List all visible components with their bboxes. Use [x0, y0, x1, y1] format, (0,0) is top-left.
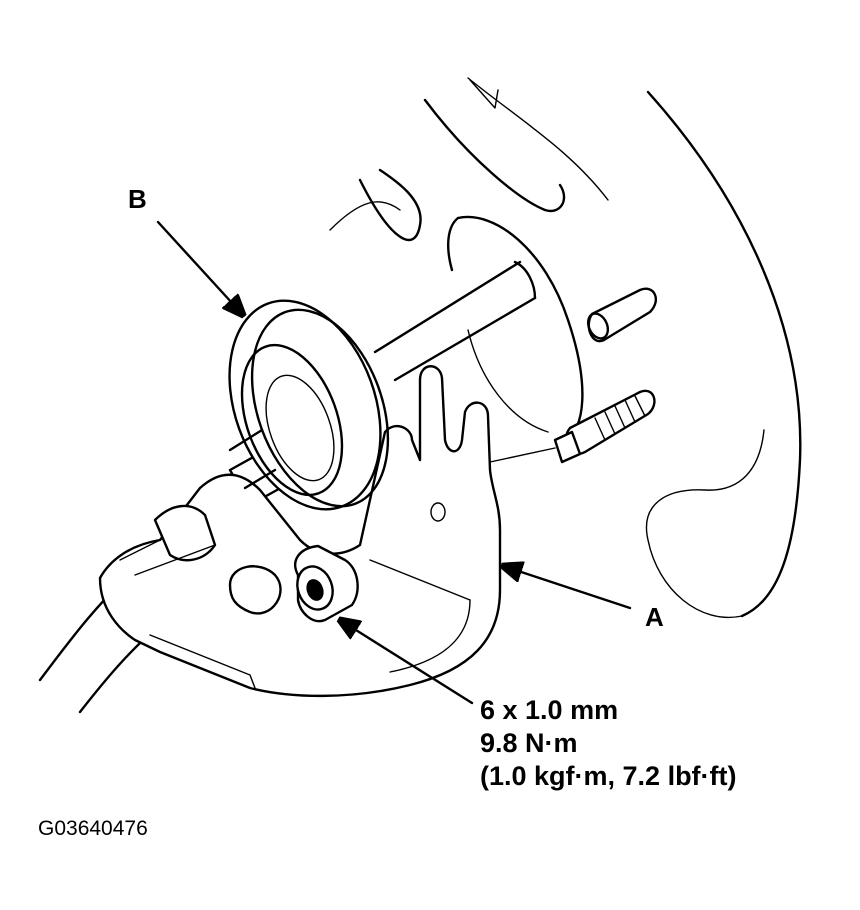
bolt-torque-alt: (1.0 kgf·m, 7.2 lbf·ft)	[480, 761, 737, 791]
figure-id: G03640476	[38, 817, 148, 840]
pulley-icon	[228, 299, 390, 511]
bolt-icon	[294, 544, 359, 623]
callout-b: B	[128, 184, 147, 214]
callout-a: A	[645, 602, 664, 632]
arrow-icon	[156, 220, 243, 315]
bolt-size: 6 x 1.0 mm	[480, 695, 619, 725]
stud-icon	[586, 287, 657, 343]
shaft	[373, 260, 537, 382]
bolt-torque-nm: 9.8 N·m	[480, 728, 578, 758]
wheel-outline	[329, 77, 802, 619]
hub-disc	[446, 215, 584, 442]
bracket-icon	[98, 365, 502, 698]
arrow-icon	[503, 566, 632, 610]
stud-icon	[553, 389, 656, 464]
arrow-icon	[340, 620, 474, 705]
bolt-spec: 6 x 1.0 mm 9.8 N·m (1.0 kgf·m, 7.2 lbf·f…	[480, 694, 737, 793]
